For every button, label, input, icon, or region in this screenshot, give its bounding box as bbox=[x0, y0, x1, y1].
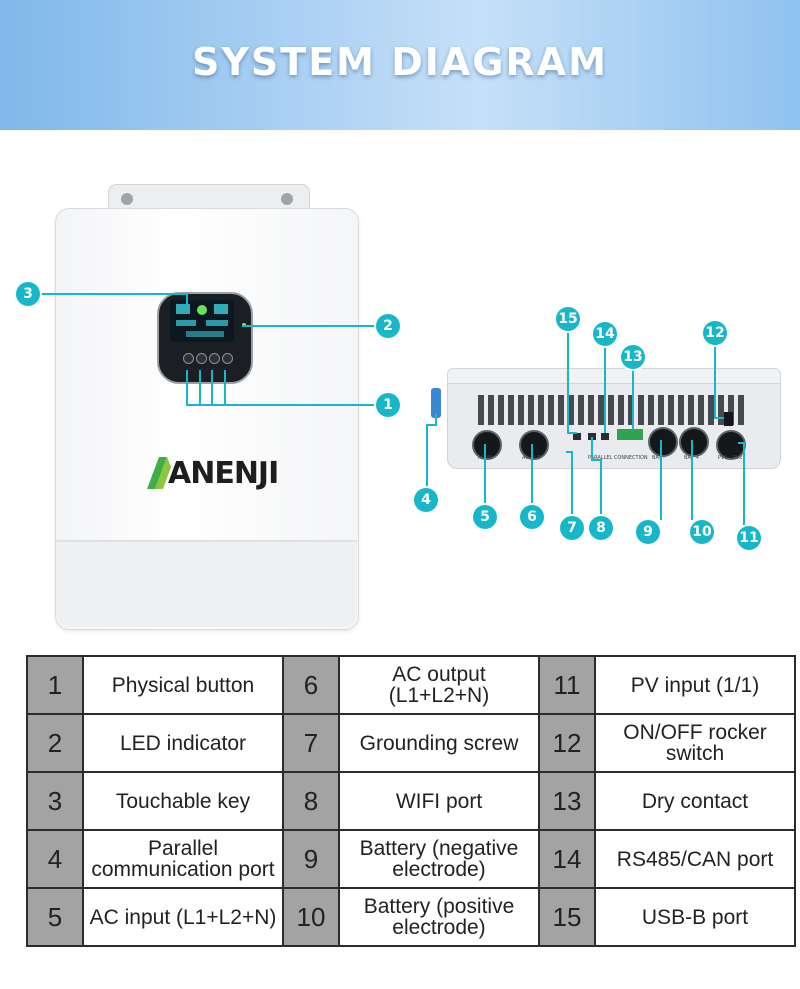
legend-label: Physical button bbox=[82, 655, 284, 715]
brand-logo-mark bbox=[147, 457, 171, 489]
callout-badge-5: 5 bbox=[473, 505, 497, 529]
legend-num: 7 bbox=[282, 713, 340, 773]
divider bbox=[56, 540, 357, 542]
mounting-hole bbox=[121, 193, 133, 205]
legend-num: 13 bbox=[538, 771, 596, 831]
callout-badge-2: 2 bbox=[376, 314, 400, 338]
legend-num: 9 bbox=[282, 829, 340, 889]
legend-num: 12 bbox=[538, 713, 596, 773]
rs485-can-port bbox=[601, 433, 609, 440]
legend-label: RS485/CAN port bbox=[594, 829, 796, 889]
legend-num: 1 bbox=[26, 655, 84, 715]
legend-label: Touchable key bbox=[82, 771, 284, 831]
legend-label: PV input (1/1) bbox=[594, 655, 796, 715]
parallel-connection-label: PARALLEL CONNECTION bbox=[588, 455, 648, 461]
callout-badge-12: 12 bbox=[703, 321, 727, 345]
usb-b-port bbox=[573, 433, 581, 440]
inverter-bottom-cover bbox=[56, 542, 357, 627]
rocker-switch bbox=[724, 412, 733, 426]
touch-key bbox=[196, 353, 207, 364]
legend-label: Parallel communication port bbox=[82, 829, 284, 889]
leader-line-11 bbox=[738, 442, 745, 526]
touch-key bbox=[209, 353, 220, 364]
lcd-graphic bbox=[176, 304, 228, 337]
legend-label: Battery (positive electrode) bbox=[338, 887, 540, 947]
legend-label: ON/OFF rocker switch bbox=[594, 713, 796, 773]
legend-row: 2 LED indicator 7 Grounding screw 12 ON/… bbox=[26, 713, 796, 773]
callout-badge-15: 15 bbox=[556, 307, 580, 331]
callout-badge-11: 11 bbox=[737, 526, 761, 550]
pv-label: PV1 - PV2 bbox=[718, 455, 743, 461]
legend-label: WIFI port bbox=[338, 771, 540, 831]
legend-row: 1 Physical button 6 AC output (L1+L2+N) … bbox=[26, 655, 796, 715]
brand-logo-text: ANENJI bbox=[168, 456, 279, 491]
bat-neg-label: BAT - bbox=[652, 455, 665, 461]
legend-label: Grounding screw bbox=[338, 713, 540, 773]
battery-positive-terminal bbox=[679, 427, 709, 457]
legend-num: 3 bbox=[26, 771, 84, 831]
legend-row: 5 AC input (L1+L2+N) 10 Battery (positiv… bbox=[26, 887, 796, 947]
header-banner: SYSTEM DIAGRAM bbox=[0, 0, 800, 130]
legend-label: USB-B port bbox=[594, 887, 796, 947]
battery-negative-terminal bbox=[648, 427, 678, 457]
wifi-port bbox=[588, 433, 596, 440]
ac-input-port bbox=[472, 430, 502, 460]
legend-num: 4 bbox=[26, 829, 84, 889]
dry-contact-terminal bbox=[617, 429, 643, 440]
callout-badge-7: 7 bbox=[560, 516, 584, 540]
callout-badge-3: 3 bbox=[16, 282, 40, 306]
lcd-screen bbox=[170, 300, 234, 342]
legend-num: 2 bbox=[26, 713, 84, 773]
callout-badge-8: 8 bbox=[589, 516, 613, 540]
leader-line-7 bbox=[566, 451, 573, 516]
callout-badge-1: 1 bbox=[376, 393, 400, 417]
callout-badge-14: 14 bbox=[593, 322, 617, 346]
mounting-hole bbox=[281, 193, 293, 205]
legend-num: 14 bbox=[538, 829, 596, 889]
callout-badge-9: 9 bbox=[636, 520, 660, 544]
legend-num: 15 bbox=[538, 887, 596, 947]
page-title: SYSTEM DIAGRAM bbox=[192, 40, 608, 84]
legend-label: Battery (negative electrode) bbox=[338, 829, 540, 889]
legend-num: 6 bbox=[282, 655, 340, 715]
legend-label: AC output (L1+L2+N) bbox=[338, 655, 540, 715]
touch-key bbox=[222, 353, 233, 364]
legend-label: LED indicator bbox=[82, 713, 284, 773]
legend-table: 1 Physical button 6 AC output (L1+L2+N) … bbox=[26, 655, 796, 947]
touch-key bbox=[183, 353, 194, 364]
callout-badge-4: 4 bbox=[414, 488, 438, 512]
legend-num: 5 bbox=[26, 887, 84, 947]
ac-output-port bbox=[519, 430, 549, 460]
leader-line-15 bbox=[567, 330, 577, 434]
legend-label: Dry contact bbox=[594, 771, 796, 831]
legend-row: 4 Parallel communication port 9 Battery … bbox=[26, 829, 796, 889]
legend-num: 8 bbox=[282, 771, 340, 831]
legend-label: AC input (L1+L2+N) bbox=[82, 887, 284, 947]
leader-line-8 bbox=[591, 437, 602, 516]
legend-num: 11 bbox=[538, 655, 596, 715]
parallel-port-housing bbox=[431, 388, 441, 418]
ventilation-grille bbox=[478, 395, 748, 425]
leader-line-4 bbox=[426, 413, 437, 488]
callout-badge-6: 6 bbox=[520, 505, 544, 529]
leader-line-1 bbox=[186, 370, 376, 406]
legend-row: 3 Touchable key 8 WIFI port 13 Dry conta… bbox=[26, 771, 796, 831]
callout-badge-13: 13 bbox=[621, 345, 645, 369]
leader-line-3 bbox=[30, 293, 188, 306]
leader-line-12 bbox=[714, 345, 724, 419]
callout-badge-10: 10 bbox=[690, 520, 714, 544]
legend-num: 10 bbox=[282, 887, 340, 947]
